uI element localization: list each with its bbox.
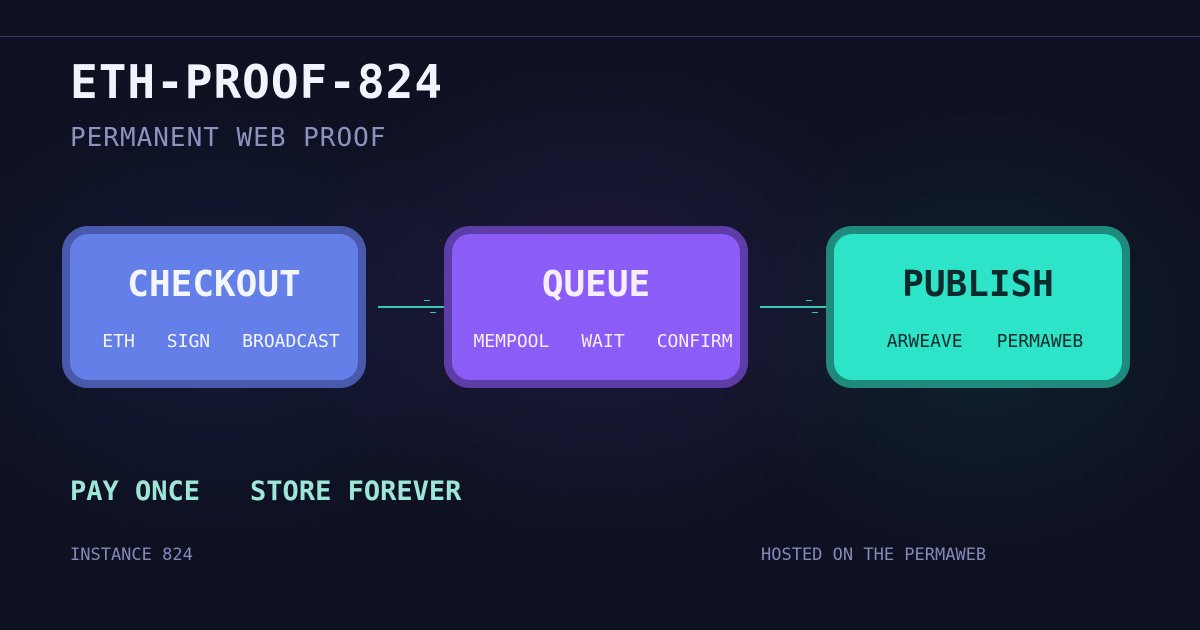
stage-queue-title: QUEUE <box>541 264 651 305</box>
stage-publish: PUBLISH ARWEAVE PERMAWEB <box>826 226 1130 388</box>
step-broadcast: BROADCAST <box>242 331 340 352</box>
step-mempool: MEMPOOL <box>473 331 550 352</box>
step-permaweb: PERMAWEB <box>996 331 1084 352</box>
stage-publish-title: PUBLISH <box>902 264 1054 305</box>
tagline-pay-once: PAY ONCE <box>70 476 201 507</box>
tagline-store-forever: STORE FOREVER <box>250 476 462 507</box>
connector-tick <box>424 300 430 301</box>
instance-label: INSTANCE 824 <box>70 545 193 565</box>
stage-checkout: CHECKOUT ETH SIGN BROADCAST <box>62 226 366 388</box>
step-arweave: ARWEAVE <box>886 331 963 352</box>
stage-checkout-steps: ETH SIGN BROADCAST <box>84 330 358 354</box>
connector-checkout-to-queue <box>378 299 458 313</box>
step-confirm: CONFIRM <box>656 331 733 352</box>
step-wait: WAIT <box>581 331 625 352</box>
connector-queue-to-publish <box>760 299 840 313</box>
step-sign: SIGN <box>166 331 211 352</box>
stage-checkout-title: CHECKOUT <box>127 264 301 305</box>
stage-queue-steps: MEMPOOL WAIT CONFIRM <box>466 330 740 354</box>
step-eth: ETH <box>102 331 135 352</box>
page-title: ETH-PROOF-824 <box>70 55 444 109</box>
tagline: PAY ONCE STORE FOREVER <box>70 476 461 508</box>
connector-tick <box>812 312 818 313</box>
connector-tick <box>806 300 812 301</box>
top-divider <box>0 36 1200 37</box>
stage-queue: QUEUE MEMPOOL WAIT CONFIRM <box>444 226 748 388</box>
page-subtitle: PERMANENT WEB PROOF <box>70 123 387 153</box>
stage-publish-steps: ARWEAVE PERMAWEB <box>848 330 1122 354</box>
connector-tick <box>430 312 436 313</box>
hosting-label: HOSTED ON THE PERMAWEB <box>761 545 987 565</box>
